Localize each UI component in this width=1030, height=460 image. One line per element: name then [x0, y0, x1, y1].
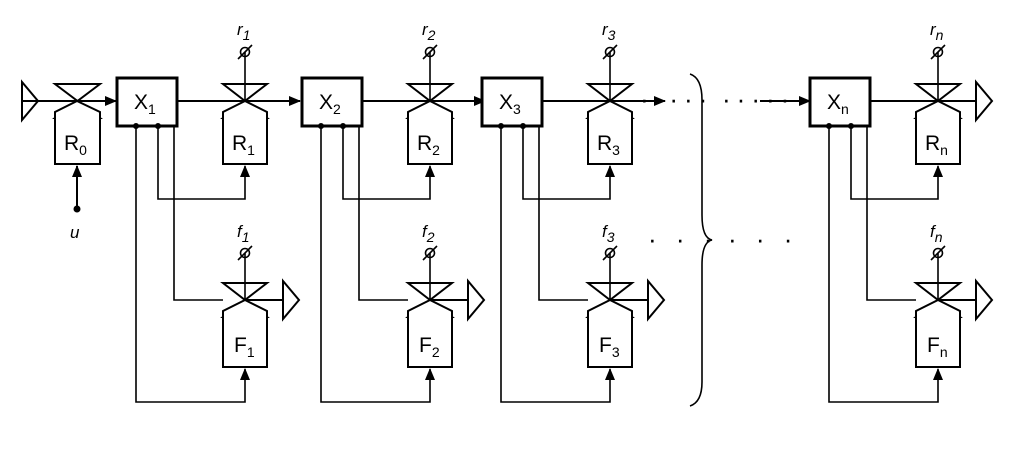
tank-r0: [54, 99, 101, 165]
tank-r-label: R1: [232, 132, 255, 158]
wire-to-tank-r: [850, 126, 943, 200]
tank-r: [222, 99, 268, 165]
wire-to-valve-f: [173, 126, 223, 301]
ellipsis-section: ····· ····· · · · · · ·: [640, 73, 811, 407]
flow-ellipsis-left: ·····: [640, 84, 713, 114]
tank-f-label: F1: [234, 334, 255, 360]
control-r-knob: [604, 46, 616, 58]
control-r-slash: [930, 44, 946, 60]
tank-r: [407, 99, 453, 165]
control-f-label: f3: [602, 222, 615, 245]
wire-to-tank-f: [828, 126, 943, 403]
wire-to-valve-f: [358, 126, 408, 301]
control-r-label: r2: [422, 20, 436, 43]
input-section: R0 u: [21, 79, 117, 242]
control-f-slash: [237, 245, 253, 261]
control-r-label: r1: [237, 20, 250, 43]
control-r-knob: [239, 46, 251, 58]
wire-to-tank-f: [320, 126, 435, 403]
f-output-triangle: [647, 278, 666, 322]
flow-ellipsis-right: ·····: [722, 84, 795, 114]
block-x-label: X2: [319, 91, 341, 117]
f-output-triangle: [467, 278, 486, 322]
tank-f-label: Fn: [927, 334, 948, 360]
block-x: [300, 76, 364, 128]
f-ellipsis-right: · · ·: [728, 224, 798, 254]
input-u-label: u: [70, 223, 80, 242]
f-output-triangle: [975, 278, 994, 322]
block-x-label: X3: [499, 91, 521, 117]
tank-f: [407, 298, 453, 368]
wire-to-valve-f: [538, 126, 588, 301]
control-f-slash: [930, 245, 946, 261]
tank-f-label: F3: [599, 334, 620, 360]
tank-r-label: Rn: [925, 132, 948, 158]
control-f-knob: [239, 247, 251, 259]
tank-r0-label: R0: [64, 132, 87, 158]
block-x: [480, 76, 544, 128]
output-triangle: [975, 79, 994, 123]
f-ellipsis-left: · · ·: [648, 224, 718, 254]
control-r-knob: [424, 46, 436, 58]
control-f-knob: [604, 247, 616, 259]
control-r-slash: [602, 44, 618, 60]
control-f-slash: [422, 245, 438, 261]
control-f-slash: [602, 245, 618, 261]
wire-to-tank-f: [135, 126, 250, 403]
f-output-triangle: [282, 278, 301, 322]
tank-f-label: F2: [419, 334, 440, 360]
wire-to-tank-r: [342, 126, 435, 200]
wire-to-tank-r: [522, 126, 615, 200]
wire-to-valve-f: [866, 126, 916, 301]
tank-f: [915, 298, 961, 368]
control-r-label: rn: [930, 20, 944, 43]
tank-r-label: R2: [417, 132, 440, 158]
control-f-label: f1: [237, 222, 250, 245]
control-f-label: fn: [930, 222, 943, 245]
wire-to-tank-r: [157, 126, 250, 200]
wire-to-tank-f: [500, 126, 615, 403]
control-f-label: f2: [422, 222, 435, 245]
control-r-label: r3: [602, 20, 616, 43]
tank-f: [222, 298, 268, 368]
control-f-knob: [932, 247, 944, 259]
block-x-label: Xn: [827, 91, 849, 117]
control-r-slash: [422, 44, 438, 60]
control-r-knob: [932, 46, 944, 58]
tank-r: [915, 99, 961, 165]
tank-r-label: R3: [597, 132, 620, 158]
block-x-label: X1: [134, 91, 156, 117]
input-u-node: [73, 205, 81, 213]
tank-r: [587, 99, 633, 165]
control-f-knob: [424, 247, 436, 259]
control-r-slash: [237, 44, 253, 60]
tank-f: [587, 298, 633, 368]
brace: [689, 73, 713, 407]
